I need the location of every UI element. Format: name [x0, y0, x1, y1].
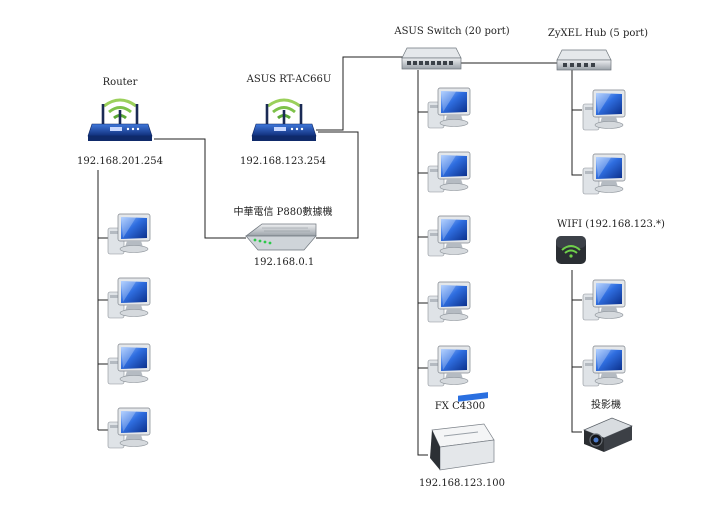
pc-monitor-icon — [107, 213, 151, 255]
asus-router-icon — [250, 98, 318, 143]
router-label: Router — [102, 77, 138, 88]
modem-icon — [244, 223, 317, 251]
pc-monitor-icon — [107, 407, 151, 449]
pc-monitor-icon — [427, 215, 471, 257]
switch-label: ASUS Switch (20 port) — [394, 26, 510, 37]
printer-icon — [430, 392, 495, 471]
printer-ip: 192.168.123.100 — [419, 478, 505, 489]
connection-lines — [97, 56, 582, 456]
router-icon — [86, 98, 154, 143]
pc-monitor-icon — [107, 343, 151, 385]
pc-monitor-icon — [582, 279, 626, 321]
pc-monitor-icon — [107, 277, 151, 319]
pc-monitor-icon — [427, 281, 471, 323]
pc-monitor-icon — [582, 89, 626, 131]
projector-label: 投影機 — [591, 400, 621, 411]
pc-monitor-icon — [427, 87, 471, 129]
wifi-label: WIFI (192.168.123.*) — [557, 219, 665, 230]
switch-icon — [401, 47, 462, 70]
hub-icon — [556, 49, 612, 71]
wifi-icon — [556, 236, 586, 264]
pc-monitor-icon — [427, 345, 471, 387]
hub-label: ZyXEL Hub (5 port) — [547, 28, 649, 39]
modem-label: 中華電信 P880數據機 — [233, 207, 333, 218]
router-ip: 192.168.201.254 — [77, 156, 163, 167]
asus-router-ip: 192.168.123.254 — [240, 156, 326, 167]
asus-router-label: ASUS RT-AC66U — [246, 74, 332, 85]
printer-label: FX C4300 — [434, 401, 486, 412]
projector-icon — [583, 417, 633, 452]
pc-monitor-icon — [427, 151, 471, 193]
modem-ip: 192.168.0.1 — [253, 257, 315, 268]
pc-monitor-icon — [582, 153, 626, 195]
pc-monitor-icon — [582, 345, 626, 387]
